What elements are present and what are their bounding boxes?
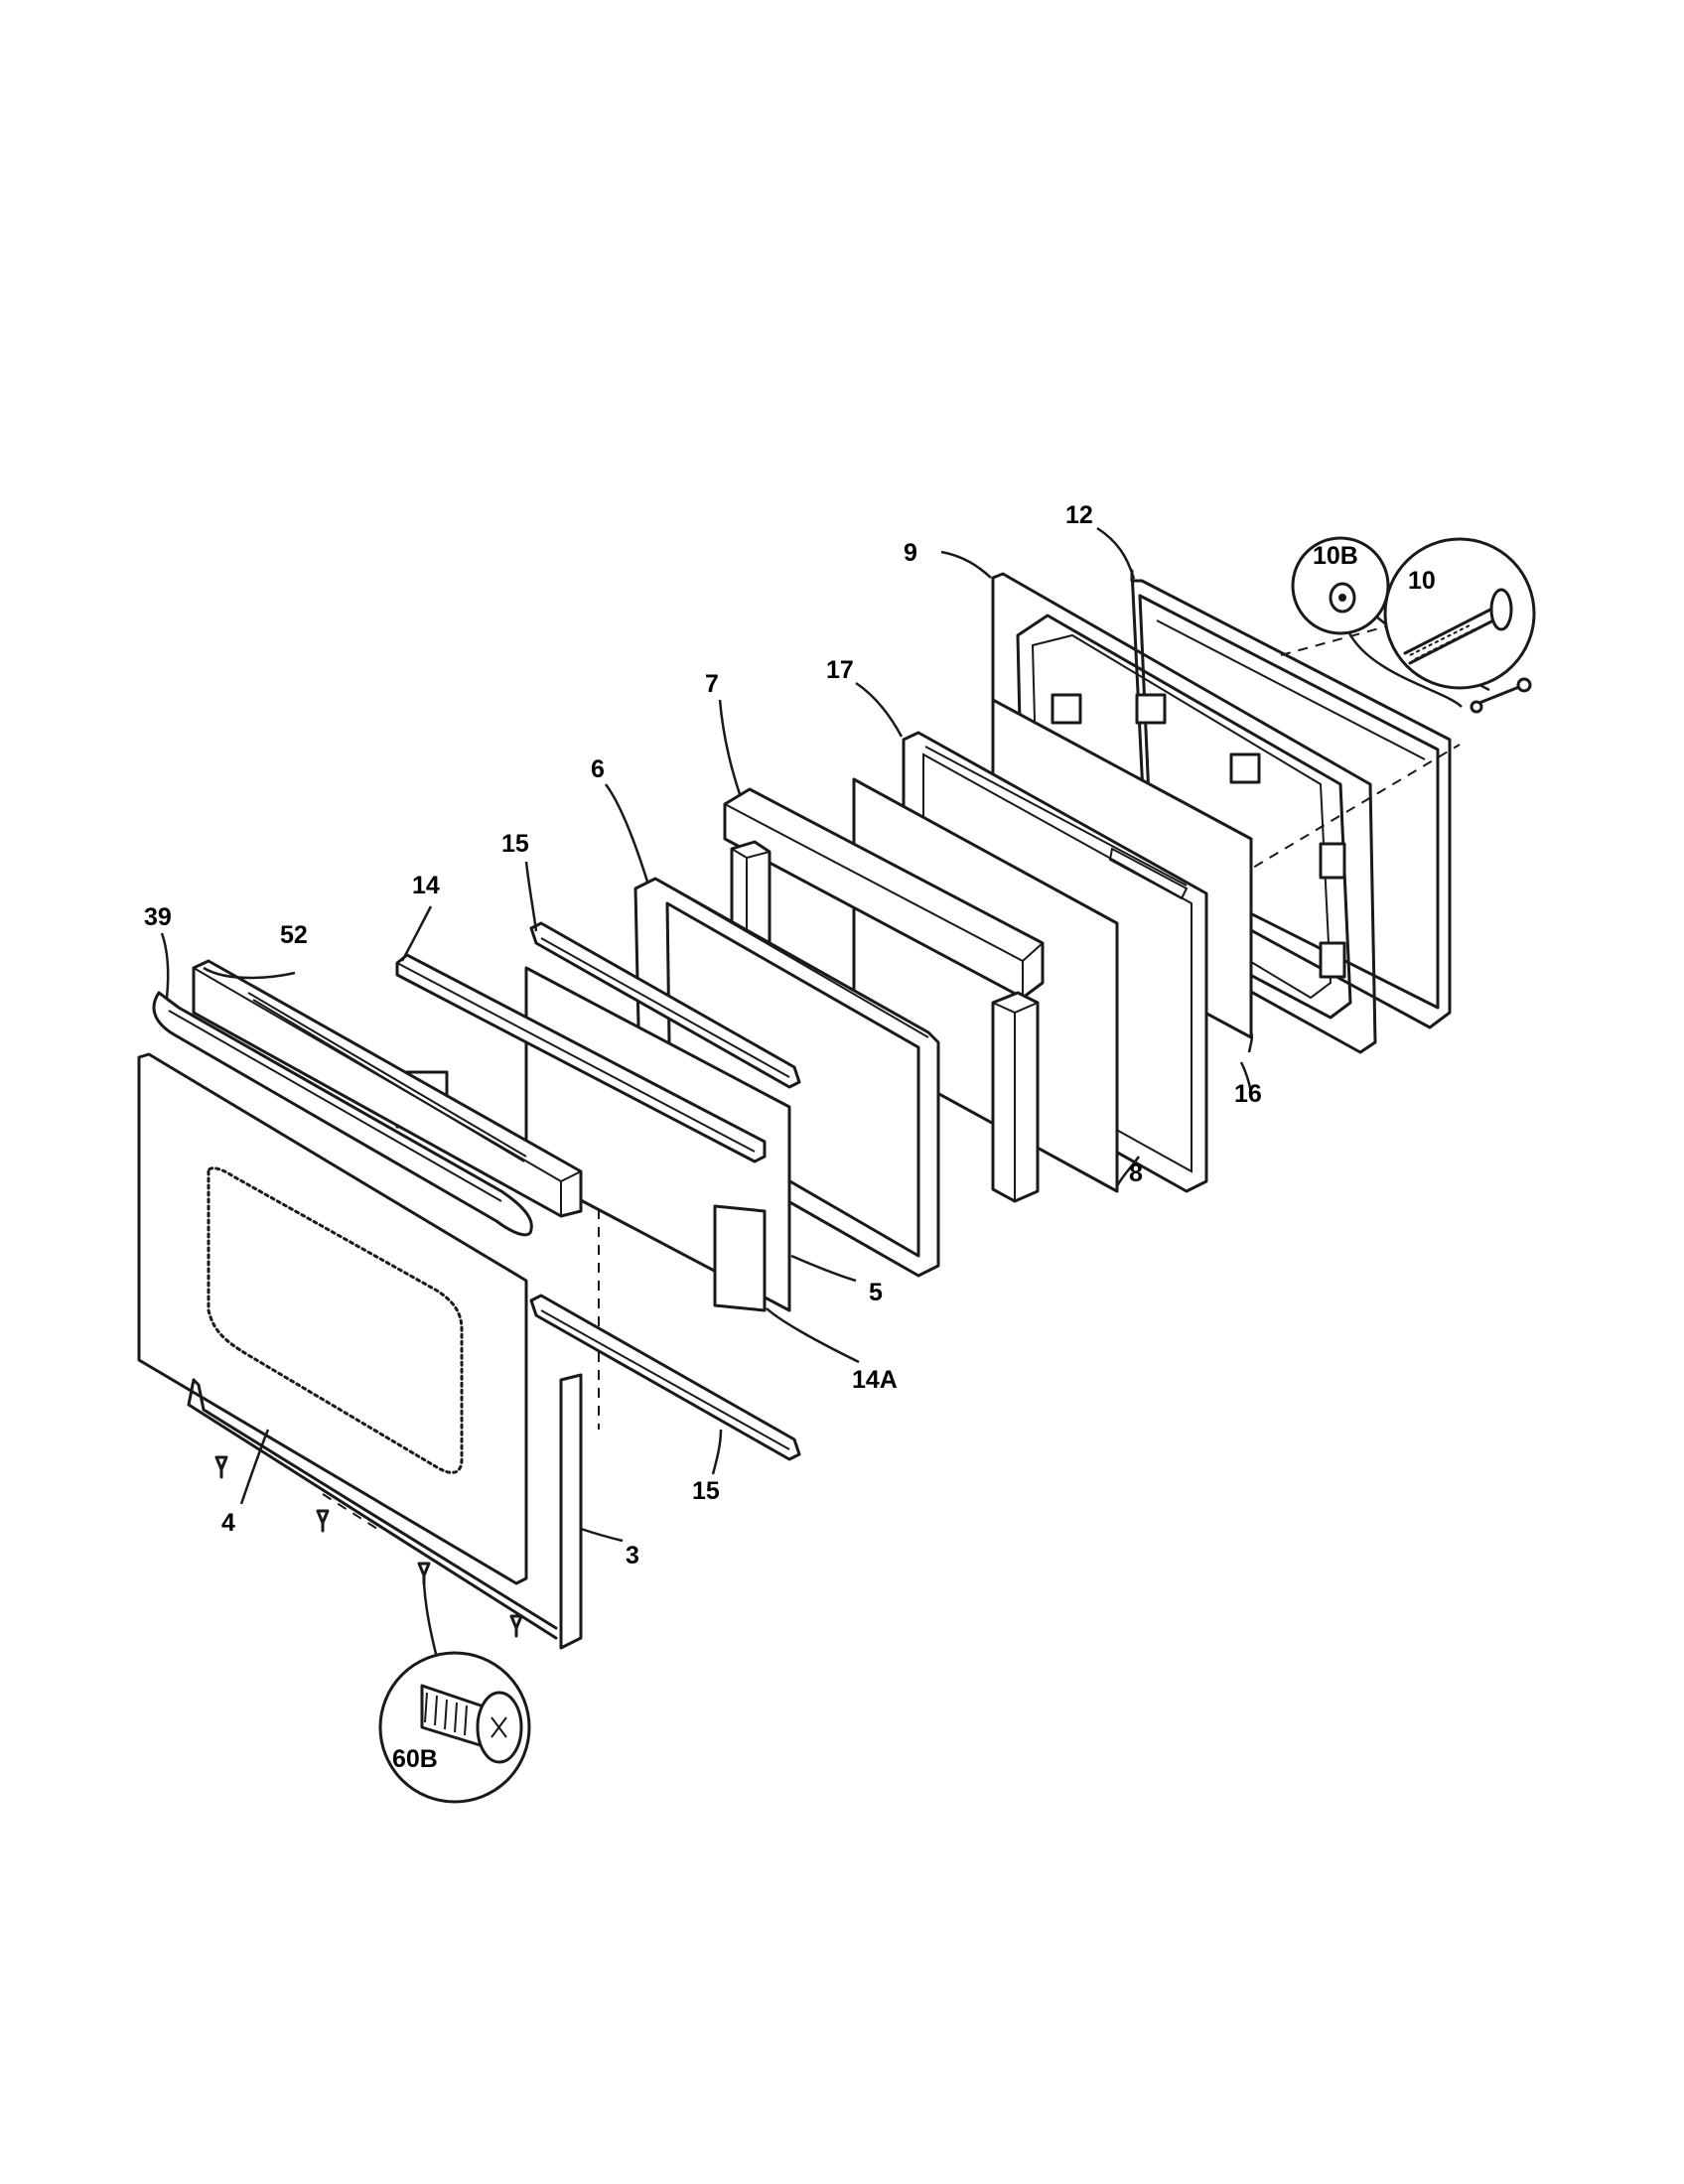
part-4-outer-door (137, 1052, 528, 1585)
part-15-top-strip (529, 921, 801, 1089)
detail-10b-washer (1291, 536, 1390, 635)
screws (214, 1455, 523, 1638)
callout-14a: 14A (852, 1366, 898, 1394)
callout-17: 17 (826, 656, 854, 684)
part-12-outer-frame (1130, 569, 1452, 1029)
callout-8: 8 (1129, 1160, 1143, 1187)
callout-52: 52 (280, 921, 308, 949)
callout-labels: 9 12 10B 10 17 7 6 15 14 39 52 16 8 5 14… (144, 501, 1436, 1773)
callout-15-top: 15 (501, 830, 529, 858)
part-52-trim-panel (192, 959, 583, 1218)
callout-9: 9 (904, 539, 917, 567)
callout-3: 3 (626, 1542, 639, 1570)
callout-6: 6 (591, 755, 605, 783)
callout-4: 4 (221, 1509, 235, 1537)
part-15-bottom-strip (529, 1294, 801, 1461)
detail-10-pin (1383, 537, 1536, 690)
callout-14: 14 (412, 872, 440, 899)
callout-12: 12 (1065, 501, 1093, 529)
detail-60b-screw (378, 1651, 531, 1804)
hinge-pin-hardware (1470, 677, 1532, 714)
part-14a-insulation-pad (713, 1204, 767, 1312)
callout-10: 10 (1408, 567, 1436, 595)
part-9-inner-door (991, 572, 1377, 1054)
callout-15-bottom: 15 (692, 1477, 720, 1505)
part-39-handle (152, 991, 533, 1237)
callout-10b: 10B (1313, 542, 1358, 570)
callout-5: 5 (869, 1279, 883, 1306)
callout-60b: 60B (392, 1745, 438, 1773)
callout-16: 16 (1234, 1080, 1262, 1108)
callout-39: 39 (144, 903, 172, 931)
part-3-door-frame (187, 1373, 583, 1650)
callout-7: 7 (705, 670, 719, 698)
